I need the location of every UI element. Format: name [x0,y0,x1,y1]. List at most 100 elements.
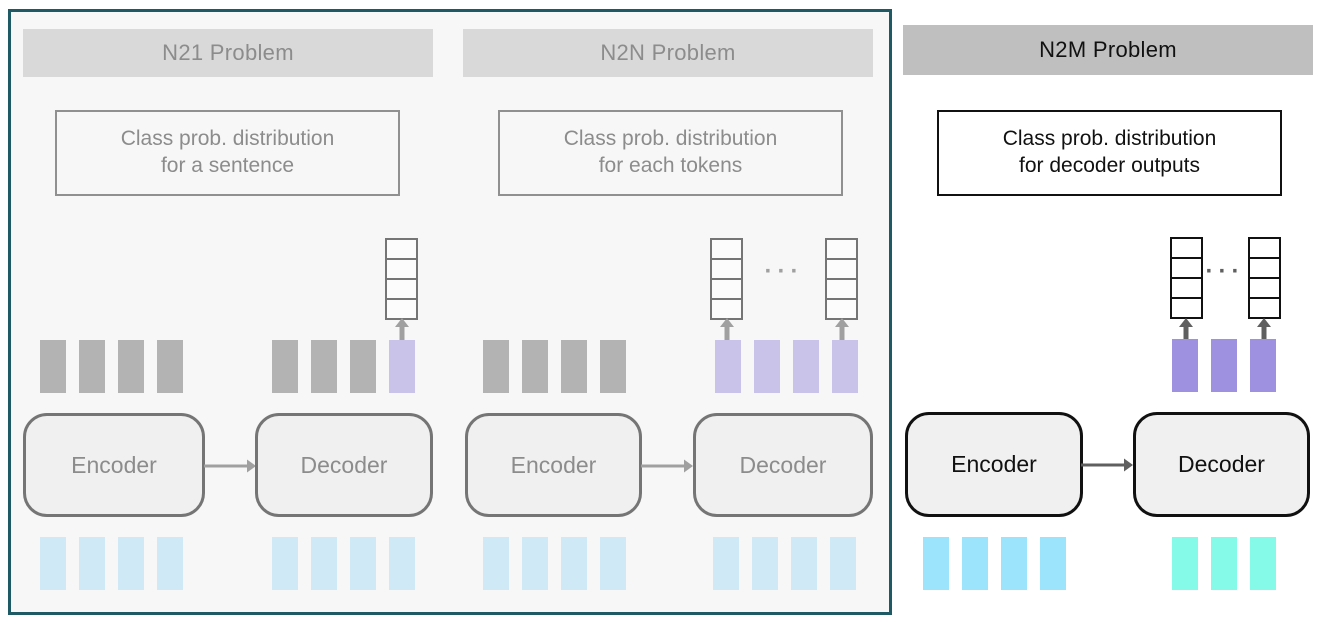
decoder-hidden-states [272,340,415,393]
class-prob-cell [1250,239,1279,257]
decoder-output-states [1172,339,1276,392]
up-arrow-icon [1257,318,1271,342]
decoder-generated-token-bar [1211,537,1237,590]
panel-title: N2N Problem [463,29,873,77]
encoder-input-tokens [40,537,183,590]
decoder-output-state-bar [1250,339,1276,392]
ellipsis: ··· [1205,258,1245,285]
decoder-node: Decoder [693,413,873,517]
class-prob-cell [1250,277,1279,297]
encoder-input-tokens [923,537,1066,590]
decoder-node: Decoder [1133,412,1310,517]
class-prob-cell [1172,297,1201,317]
up-arrow-icon [395,318,409,342]
decoder-output-state-bar [793,340,819,393]
class-prob-cell [387,240,416,258]
encoder-node: Encoder [905,412,1083,517]
class-distribution-line1: Class prob. distribution [1002,127,1217,151]
encoder-input-token-bar [1001,537,1027,590]
decoder-generated-token-bar [1172,537,1198,590]
decoder-hidden-state-bar [272,340,298,393]
decoder-node: Decoder [255,413,433,517]
class-distribution-line1: Class prob. distribution [563,127,778,151]
up-arrow-icon [1179,318,1193,342]
encoder-hidden-state-bar [118,340,144,393]
class-prob-cell [387,298,416,318]
encoder-node: Encoder [465,413,642,517]
class-prob-cell [1172,239,1201,257]
class-prob-cell [1250,257,1279,277]
class-distribution-box: Class prob. distribution for a sentence [55,110,400,196]
encoder-hidden-state-bar [40,340,66,393]
class-prob-vector [385,238,418,320]
class-prob-vector [710,238,743,320]
class-prob-vector [1248,237,1281,319]
class-prob-cell [1172,277,1201,297]
decoder-input-token-bar [389,537,415,590]
decoder-input-token-bar [272,537,298,590]
panel-title: N21 Problem [23,29,433,77]
ellipsis: ··· [764,258,804,285]
decoder-input-tokens [713,537,856,590]
encoder-input-token-bar [483,537,509,590]
encoder-decoder-arrow-icon [641,459,693,473]
encoder-input-token-bar [923,537,949,590]
class-prob-cell [827,240,856,258]
panel-title: N2M Problem [903,25,1313,75]
up-arrow-icon [720,318,734,342]
decoder-hidden-state-bar [311,340,337,393]
class-distribution-line1: Class prob. distribution [120,127,335,151]
class-prob-cell [387,278,416,298]
decoder-input-token-bar [311,537,337,590]
decoder-hidden-state-bar [350,340,376,393]
encoder-input-token-bar [157,537,183,590]
class-prob-cell [712,258,741,278]
class-prob-cell [827,258,856,278]
encoder-hidden-states [483,340,626,393]
decoder-output-state-bar [1211,339,1237,392]
decoder-output-state-bar [389,340,415,393]
decoder-input-tokens [272,537,415,590]
class-prob-cell [1250,297,1279,317]
decoder-output-state-bar [832,340,858,393]
encoder-hidden-state-bar [522,340,548,393]
up-arrow-icon [835,318,849,342]
class-prob-cell [712,298,741,318]
class-distribution-line2: for decoder outputs [1019,154,1200,177]
decoder-input-token-bar [830,537,856,590]
encoder-input-token-bar [522,537,548,590]
decoder-input-token-bar [791,537,817,590]
encoder-hidden-state-bar [561,340,587,393]
decoder-output-state-bar [1172,339,1198,392]
classic-problems-frame [8,9,892,615]
decoder-output-states [715,340,858,393]
class-prob-cell [712,240,741,258]
class-prob-cell [387,258,416,278]
class-prob-cell [827,278,856,298]
decoder-input-token-bar [752,537,778,590]
decoder-output-state-bar [715,340,741,393]
encoder-decoder-arrow-icon [1081,458,1133,472]
encoder-input-tokens [483,537,626,590]
class-prob-vector [1170,237,1203,319]
decoder-generated-tokens [1172,537,1276,590]
class-distribution-box: Class prob. distribution for decoder out… [937,110,1282,196]
decoder-generated-token-bar [1250,537,1276,590]
encoder-hidden-state-bar [79,340,105,393]
encoder-input-token-bar [600,537,626,590]
encoder-hidden-state-bar [157,340,183,393]
encoder-node: Encoder [23,413,205,517]
encoder-input-token-bar [79,537,105,590]
class-distribution-box: Class prob. distribution for each tokens [498,110,843,196]
encoder-hidden-state-bar [600,340,626,393]
class-distribution-line2: for each tokens [598,154,743,177]
encoder-hidden-states [40,340,183,393]
class-prob-vector [825,238,858,320]
class-prob-cell [712,278,741,298]
class-prob-cell [827,298,856,318]
decoder-input-token-bar [350,537,376,590]
encoder-input-token-bar [118,537,144,590]
decoder-output-state-bar [754,340,780,393]
encoder-decoder-arrow-icon [204,459,256,473]
encoder-input-token-bar [962,537,988,590]
